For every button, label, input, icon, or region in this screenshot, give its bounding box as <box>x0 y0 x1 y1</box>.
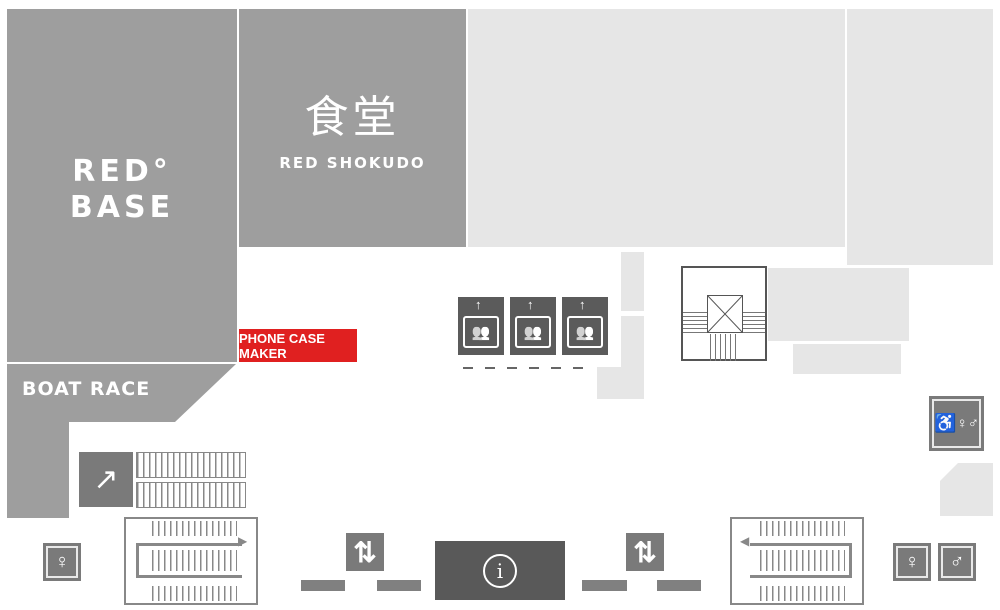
stair-steps <box>760 521 845 536</box>
area-block <box>621 316 644 368</box>
up-arrow-icon: ↑ <box>475 297 482 312</box>
area-block <box>793 344 901 374</box>
entrance-bar <box>582 580 627 591</box>
icon-border <box>941 546 973 578</box>
area-block <box>847 9 993 265</box>
stairs-right[interactable]: ◀ <box>730 517 864 605</box>
escalator-sign[interactable]: ↗ <box>79 452 133 507</box>
stair-steps <box>760 550 845 571</box>
female-icon: ♀ <box>54 550 70 573</box>
male-icon: ♂ <box>949 550 965 573</box>
stair-landing <box>750 543 852 578</box>
escalator-down[interactable] <box>136 482 246 508</box>
stair-steps <box>152 521 237 536</box>
male-icon: ♂ <box>967 415 979 432</box>
elevator-3[interactable]: ↑👥 <box>562 297 608 355</box>
icon-border <box>932 399 981 448</box>
stairwell[interactable] <box>681 266 767 361</box>
boat-race-logo: BOAT RACE <box>22 378 151 400</box>
area-block <box>768 268 909 341</box>
elevator-door-line <box>463 367 593 369</box>
boat-race-area[interactable] <box>7 364 236 518</box>
female-restroom[interactable]: ♀ <box>43 543 81 581</box>
elevator-2[interactable]: ↑👥 <box>510 297 556 355</box>
entrance-bar <box>657 580 701 591</box>
stair-steps <box>152 550 237 571</box>
entrance-bar <box>377 580 421 591</box>
red-base-logo: RED° BASE <box>69 154 175 225</box>
up-down-arrows-icon: ⇅ <box>633 536 657 568</box>
stair-landing <box>136 543 242 578</box>
information-desk[interactable]: i <box>435 541 565 600</box>
female-icon: ♀ <box>956 415 968 432</box>
stair-steps <box>710 334 740 361</box>
up-down-sign[interactable]: ⇅ <box>626 533 664 571</box>
icon-border <box>46 546 78 578</box>
up-arrow-icon: ↑ <box>527 297 534 312</box>
store-red-base[interactable]: RED° BASE <box>7 9 237 362</box>
phone-case-maker-text: PHONE CASE MAKER <box>239 330 325 361</box>
elevator-icon: 👥 <box>463 316 499 348</box>
area-block <box>621 252 644 311</box>
up-down-sign[interactable]: ⇅ <box>346 533 384 571</box>
female-restroom[interactable]: ♀ <box>893 543 931 581</box>
info-icon: i <box>483 553 517 588</box>
accessible-restroom[interactable]: ♿♀♂ <box>929 396 984 451</box>
elevator-icon: 👥 <box>515 316 551 348</box>
accessible-restroom-icon: ♿ <box>934 413 957 433</box>
female-icon: ♀ <box>904 550 920 573</box>
escalator-up[interactable] <box>136 452 246 478</box>
store-red-shokudo[interactable]: 食堂 RED SHOKUDO <box>239 9 466 247</box>
entrance-bar <box>301 580 345 591</box>
area-block <box>597 367 644 399</box>
elevator-1[interactable]: ↑👥 <box>458 297 504 355</box>
up-arrow-icon: ↑ <box>579 297 586 312</box>
area-block <box>468 9 845 247</box>
elevator-shaft-icon <box>707 295 743 333</box>
male-restroom[interactable]: ♂ <box>938 543 976 581</box>
area-block <box>940 463 993 516</box>
stairs-left[interactable]: ▶ <box>124 517 258 605</box>
stair-steps <box>760 586 845 601</box>
phone-case-maker-label[interactable]: PHONE CASE MAKER <box>239 329 357 362</box>
shokudo-logo-text: RED SHOKUDO <box>279 154 426 172</box>
icon-border <box>896 546 928 578</box>
escalator-icon: ↗ <box>93 463 119 496</box>
elevator-icon: 👥 <box>567 316 603 348</box>
stair-steps <box>152 586 237 601</box>
right-arrow-icon: ▶ <box>238 534 248 548</box>
left-arrow-icon: ◀ <box>740 534 750 548</box>
up-down-arrows-icon: ⇅ <box>353 536 377 568</box>
shokudo-logo-kanji: 食堂 <box>304 92 401 143</box>
